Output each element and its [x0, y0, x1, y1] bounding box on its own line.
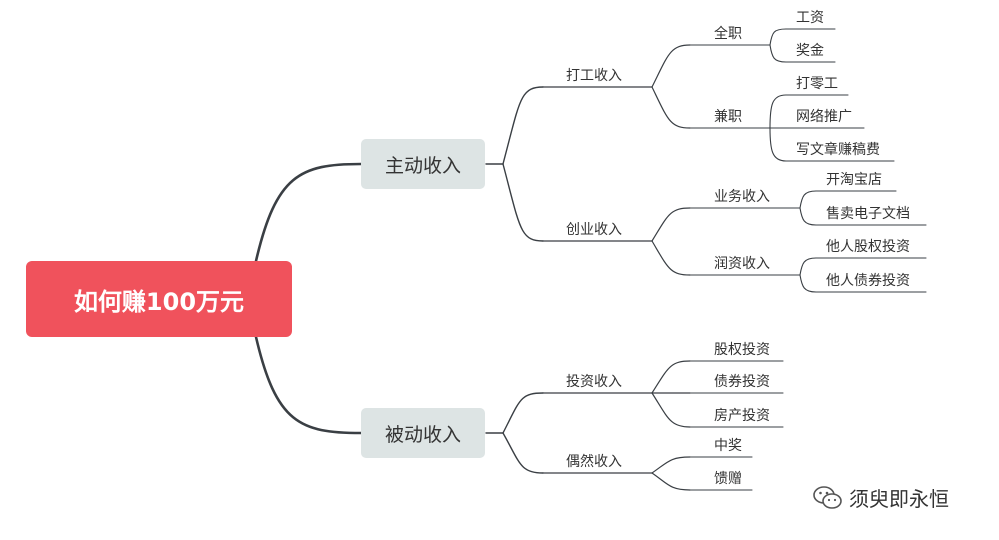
root-node[interactable]: 如何赚100万元 [26, 261, 292, 337]
root-label: 如何赚100万元 [73, 287, 245, 316]
node-investment-income[interactable]: 投资收入 [566, 374, 622, 390]
leaf-bonds-from-others[interactable]: 他人债券投资 [826, 273, 910, 289]
leaf-taobao-shop[interactable]: 开淘宝店 [826, 172, 882, 188]
node-label: 主动收入 [384, 154, 461, 177]
leaf-equity-from-others[interactable]: 他人股权投资 [826, 239, 910, 255]
node-passive-income[interactable]: 被动收入 [361, 408, 485, 458]
leaf-gift[interactable]: 馈赠 [714, 471, 742, 487]
leaf-salary[interactable]: 工资 [796, 10, 824, 26]
watermark: 须臾即永恒 [813, 483, 949, 512]
watermark-text: 须臾即永恒 [849, 487, 949, 511]
node-active-income[interactable]: 主动收入 [361, 139, 485, 189]
leaf-bonus[interactable]: 奖金 [796, 43, 824, 59]
node-business-income[interactable]: 创业收入 [566, 222, 622, 238]
node-work-income[interactable]: 打工收入 [566, 68, 622, 84]
leaf-online-promotion[interactable]: 网络推广 [796, 109, 852, 125]
node-fulltime[interactable]: 全职 [714, 26, 742, 42]
node-funding-income[interactable]: 润资收入 [714, 256, 770, 272]
node-label: 被动收入 [384, 423, 461, 446]
leaf-writing-fees[interactable]: 写文章赚稿费 [796, 142, 880, 158]
leaf-odd-jobs[interactable]: 打零工 [796, 76, 838, 92]
node-windfall-income[interactable]: 偶然收入 [566, 454, 622, 470]
leaf-bond-investment[interactable]: 债券投资 [714, 374, 770, 390]
leaf-lottery[interactable]: 中奖 [714, 438, 742, 454]
wechat-icon [813, 485, 842, 509]
node-business-revenue[interactable]: 业务收入 [714, 189, 770, 205]
node-parttime[interactable]: 兼职 [714, 109, 742, 125]
leaf-sell-documents[interactable]: 售卖电子文档 [826, 206, 910, 222]
leaf-property-investment[interactable]: 房产投资 [714, 408, 770, 424]
leaf-equity-investment[interactable]: 股权投资 [714, 342, 770, 358]
